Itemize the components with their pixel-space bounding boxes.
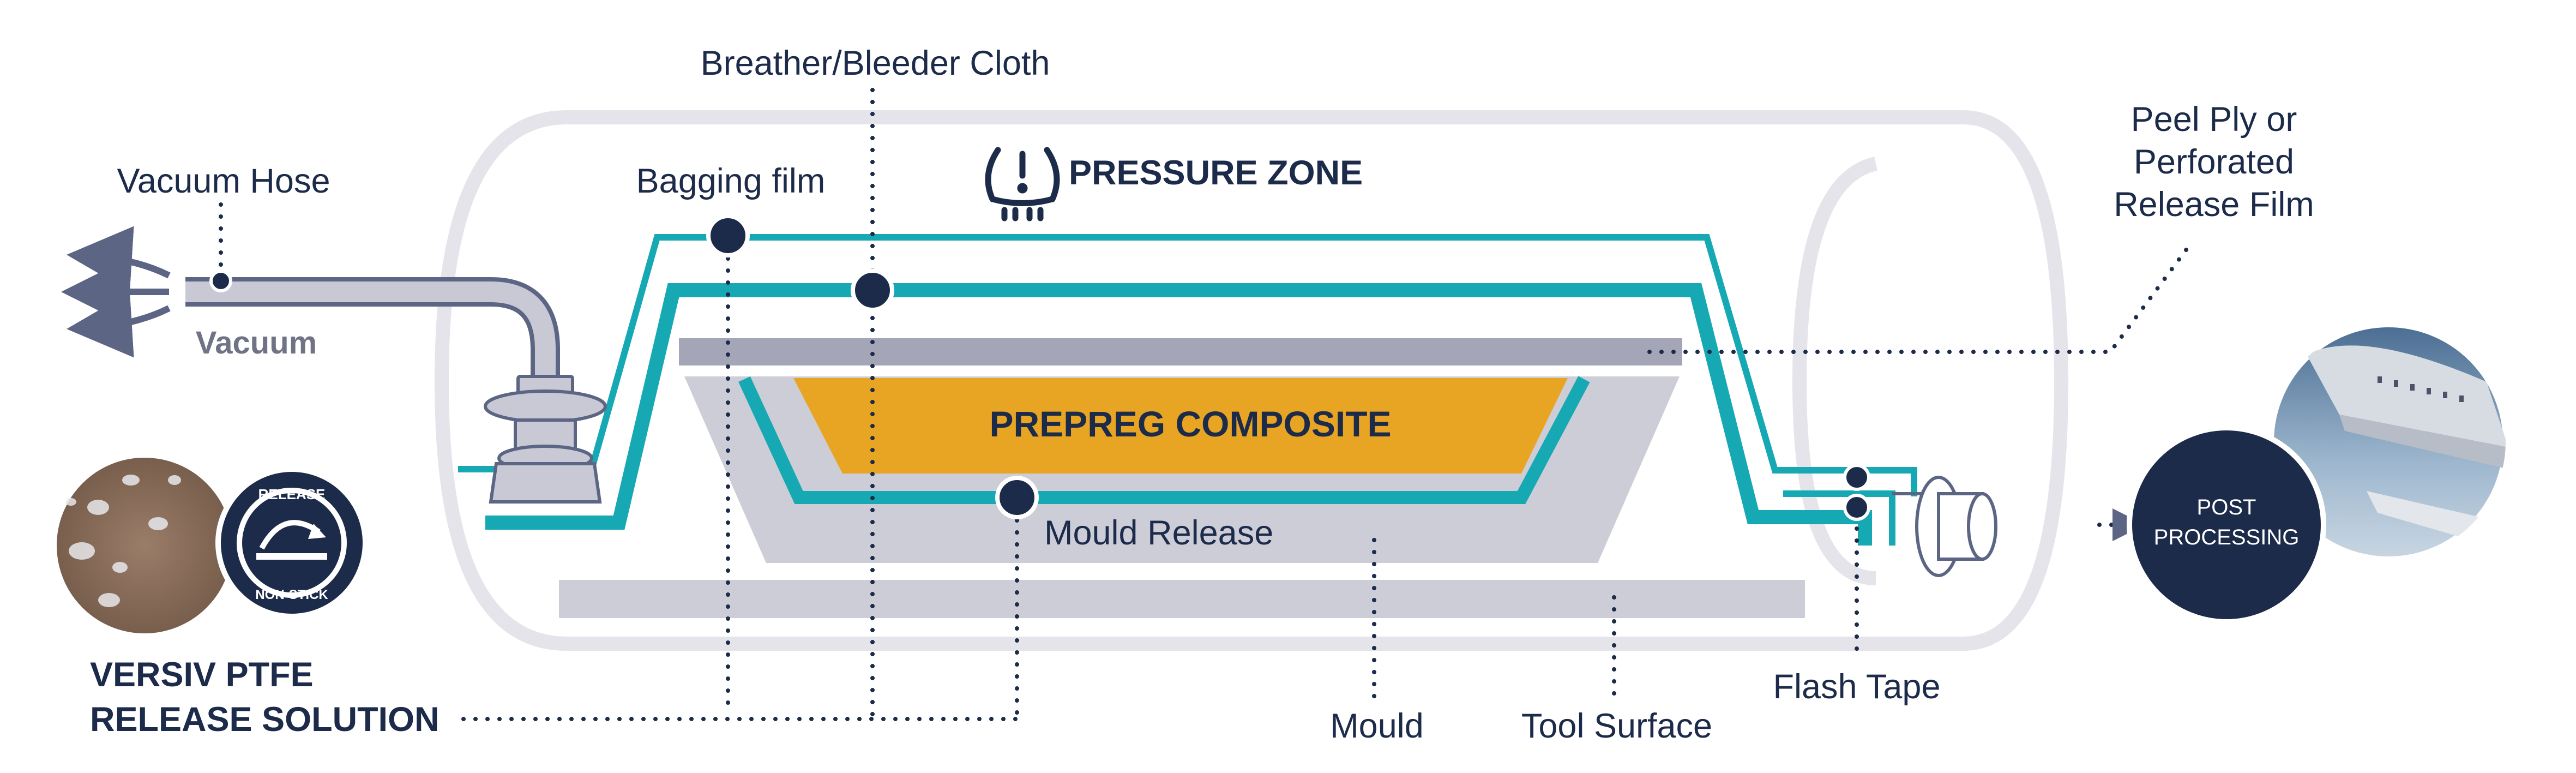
badge-non-stick-text: NON-STICK	[255, 588, 328, 602]
marker-mould-release	[995, 476, 1039, 519]
post-processing-line2: PROCESSING	[2154, 525, 2300, 549]
label-vacuum-hose: Vacuum Hose	[117, 162, 330, 200]
peel-ply-bar	[679, 338, 1682, 365]
label-versiv-line1: VERSIV PTFE	[90, 656, 314, 694]
label-flash-tape: Flash Tape	[1773, 668, 1940, 706]
badge-release-text: RELEASE	[258, 486, 326, 502]
label-versiv-line2: RELEASE SOLUTION	[90, 700, 440, 739]
pressure-warning-icon	[985, 147, 1060, 221]
label-mould-release: Mould Release	[1044, 514, 1273, 552]
prepreg-composite-shape	[793, 378, 1568, 474]
release-solution-graphic: RELEASE NON-STICK	[52, 453, 368, 638]
post-processing-badge	[2127, 425, 2326, 625]
post-processing-graphic: POST PROCESSING	[2127, 322, 2508, 625]
label-prepreg-composite: PREPREG COMPOSITE	[989, 404, 1391, 444]
label-peel-ply-2: Perforated	[2134, 143, 2294, 181]
leader-peel-ply	[1647, 243, 2192, 354]
post-processing-line1: POST	[2197, 495, 2256, 519]
label-peel-ply-1: Peel Ply or	[2131, 100, 2297, 139]
pressure-zone-outline	[434, 110, 2069, 651]
flash-tape-connector	[1892, 476, 1997, 577]
vacuum-arrows-icon	[61, 226, 171, 358]
label-breather-bleeder: Breather/Bleeder Cloth	[701, 44, 1050, 82]
label-tool-surface: Tool Surface	[1521, 707, 1712, 745]
release-non-stick-badge-icon: RELEASE NON-STICK	[215, 466, 368, 619]
label-pressure-zone: PRESSURE ZONE	[1069, 154, 1363, 192]
marker-flash-tape-2	[1843, 494, 1870, 521]
label-mould: Mould	[1330, 707, 1424, 745]
label-vacuum: Vacuum	[196, 325, 317, 361]
label-bagging-film: Bagging film	[636, 162, 826, 200]
marker-flash-tape-1	[1843, 464, 1870, 491]
mould-release-line	[738, 376, 1590, 504]
vacuum-hose	[185, 277, 607, 504]
marker-vacuum-hose	[209, 269, 232, 292]
tool-surface-bar	[559, 580, 1805, 618]
label-peel-ply-3: Release Film	[2114, 185, 2314, 224]
marker-bagging-film	[706, 214, 750, 257]
marker-breather	[851, 268, 894, 312]
